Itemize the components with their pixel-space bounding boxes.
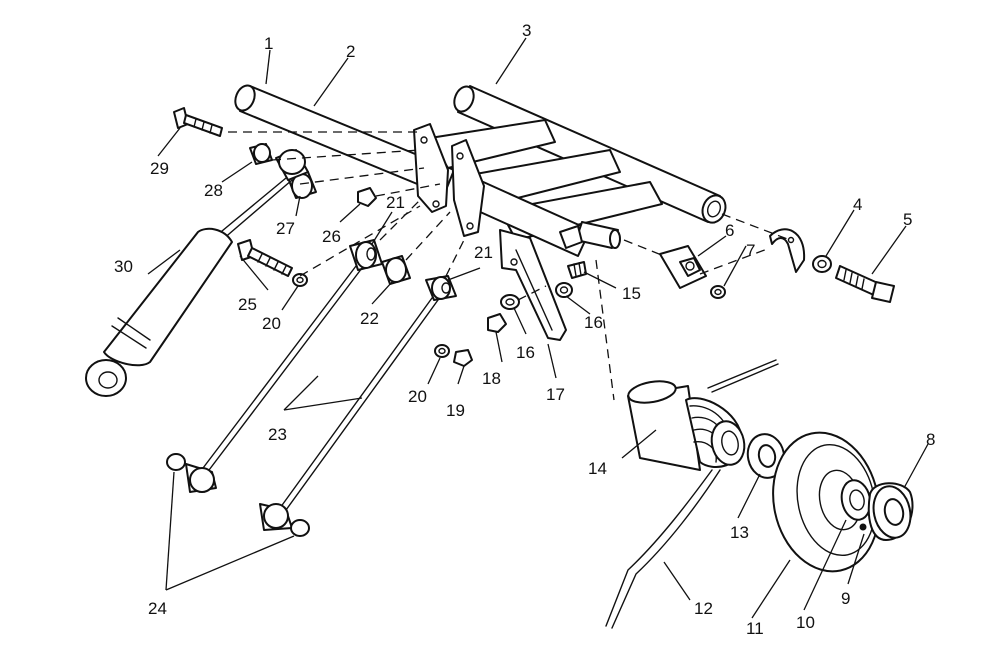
callout-9: 9: [841, 589, 850, 608]
callout-26: 26: [322, 227, 341, 246]
leader-lines: [147, 37, 929, 619]
callout-29: 29: [150, 159, 169, 178]
callout-labels: 1 2 3 4 5 6 7 8 9 10 11 12 13 14 15 16 1…: [114, 21, 935, 638]
limiter-bracket: [499, 229, 567, 341]
callout-27: 27: [276, 219, 295, 238]
callout-2: 2: [346, 42, 355, 61]
callout-13: 13: [730, 523, 749, 542]
mount-bolts: [173, 107, 293, 277]
callout-24: 24: [148, 599, 167, 618]
callout-1: 1: [264, 34, 273, 53]
callout-22: 22: [360, 309, 379, 328]
callout-16b: 16: [516, 343, 535, 362]
callout-14: 14: [588, 459, 607, 478]
callout-4: 4: [853, 195, 862, 214]
callout-8: 8: [926, 430, 935, 449]
callout-25: 25: [238, 295, 257, 314]
callout-20b: 20: [262, 314, 281, 333]
callout-16a: 16: [584, 313, 603, 332]
callout-20a: 20: [408, 387, 427, 406]
callout-30: 30: [114, 257, 133, 276]
spring-coil-assembly: [605, 359, 779, 629]
callout-21a: 21: [386, 193, 405, 212]
callout-5: 5: [903, 210, 912, 229]
callout-19: 19: [446, 401, 465, 420]
callout-21b: 21: [474, 243, 493, 262]
control-rods: [166, 239, 457, 537]
torque-arm-frame: [234, 84, 727, 257]
hardware-fasteners: [292, 187, 895, 367]
idler-wheel: [772, 431, 914, 573]
callout-7: 7: [746, 241, 755, 260]
callout-18: 18: [482, 369, 501, 388]
bushings-spacers: [249, 143, 411, 285]
callout-23: 23: [268, 425, 287, 444]
callout-11: 11: [746, 619, 764, 638]
callout-28: 28: [204, 181, 223, 200]
assembly-guide-lines: [228, 131, 791, 401]
callout-17: 17: [546, 385, 565, 404]
callout-15: 15: [622, 284, 641, 303]
callout-12: 12: [694, 599, 713, 618]
callout-3: 3: [522, 21, 531, 40]
callout-10: 10: [796, 613, 815, 632]
thrust-washer: [746, 433, 786, 479]
callout-6: 6: [725, 221, 734, 240]
shock-absorber: [85, 149, 309, 397]
